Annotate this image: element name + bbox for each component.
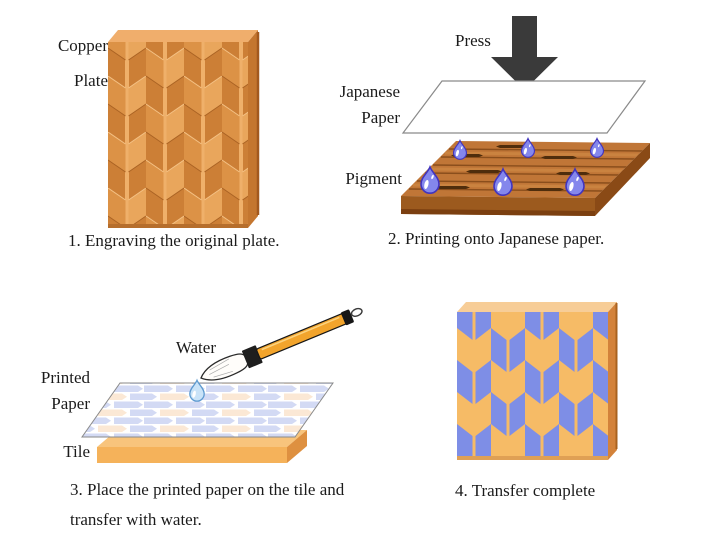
caption-step1: 1. Engraving the original plate. (68, 231, 280, 250)
finished-tile-side-edge (608, 302, 617, 460)
pigment-plate (401, 141, 650, 216)
brush-end-cap (341, 309, 354, 326)
caption-step4: 4. Transfer complete (455, 481, 596, 500)
label-pigment: Pigment (345, 169, 402, 188)
tile-side-edge (287, 430, 307, 463)
label-paper: Paper (361, 108, 400, 127)
tile-front-edge (97, 447, 287, 463)
label-press: Press (455, 31, 491, 50)
pigment-plate-side-edge (595, 143, 650, 216)
label-water: Water (175, 338, 216, 357)
copper-plate-face (108, 42, 248, 228)
label-plate: Plate (74, 71, 108, 90)
japanese-paper-sheet (401, 80, 647, 134)
label-printed: Printed (40, 368, 90, 387)
caption-step3-line2: transfer with water. (70, 510, 202, 529)
label-paper-3: Paper (51, 394, 90, 413)
printed-paper-sheet (81, 382, 334, 438)
caption-step3-line1: 3. Place the printed paper on the tile a… (70, 480, 345, 499)
finished-tile (457, 302, 618, 460)
finished-tile-face (457, 312, 608, 460)
copper-plate (108, 30, 260, 228)
caption-step2: 2. Printing onto Japanese paper. (388, 229, 605, 248)
finished-tile-top-edge (457, 302, 617, 312)
press-arrow (491, 16, 558, 90)
pigment-droplet (520, 137, 536, 158)
pigment-droplet (589, 137, 605, 158)
brush-hanging-ring (350, 307, 363, 317)
copper-plate-side-edge (248, 30, 258, 228)
label-copper: Copper (57, 36, 108, 55)
label-japanese: Japanese (339, 82, 400, 101)
brush (200, 307, 363, 381)
label-tile: Tile (63, 442, 90, 461)
water-droplet (189, 378, 205, 402)
copper-plate-top-edge (108, 30, 258, 42)
